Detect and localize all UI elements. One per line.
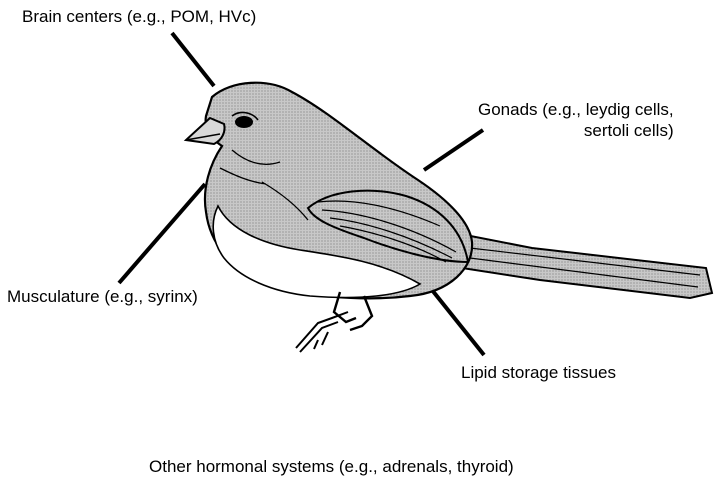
bird-tail: [450, 232, 712, 298]
label-other-text: Other hormonal systems (e.g., adrenals, …: [149, 456, 514, 477]
label-gonads-line1: Gonads (e.g., leydig cells,: [478, 99, 674, 120]
label-lipid-text: Lipid storage tissues: [461, 362, 616, 383]
label-lipid-storage: Lipid storage tissues: [461, 362, 616, 383]
label-brain-text: Brain centers (e.g., POM, HVc): [22, 6, 256, 27]
label-musculature: Musculature (e.g., syrinx): [7, 286, 198, 307]
leader-line-lipid: [432, 290, 484, 355]
leader-line-brain: [172, 33, 214, 86]
leader-line-musculature: [119, 184, 205, 283]
label-musculature-text: Musculature (e.g., syrinx): [7, 286, 198, 307]
bird-beak: [186, 118, 225, 144]
label-gonads: Gonads (e.g., leydig cells, sertoli cell…: [478, 99, 674, 141]
bird-eye: [235, 116, 253, 128]
leader-line-gonads: [424, 130, 483, 170]
label-brain-centers: Brain centers (e.g., POM, HVc): [22, 6, 256, 27]
label-gonads-line2: sertoli cells): [478, 120, 674, 141]
label-other-hormonal-systems: Other hormonal systems (e.g., adrenals, …: [149, 456, 514, 477]
